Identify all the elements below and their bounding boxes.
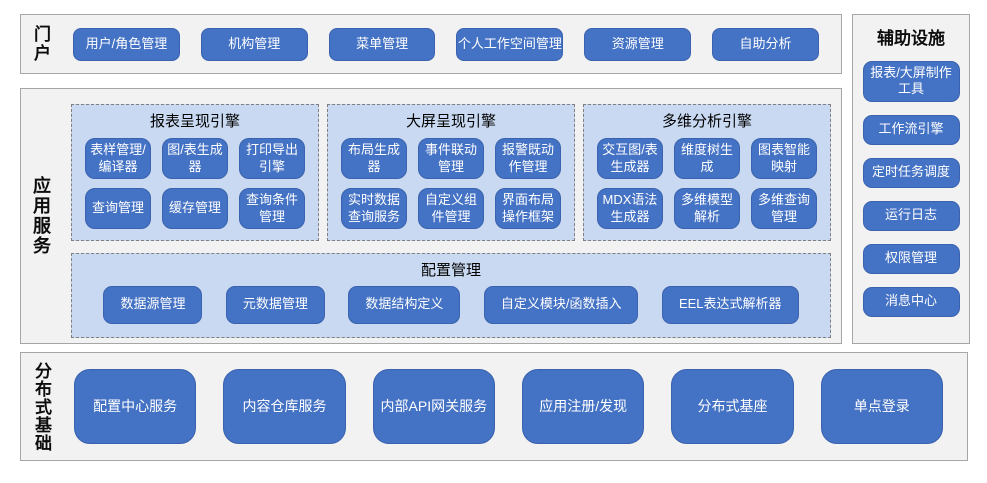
self-service-analysis-button[interactable]: 自助分析 <box>712 27 819 61</box>
bigscreen-rendering-engine-box: 大屏呈现引擎 布局生成器 事件联动管理 报警既动作管理 实时数据查询服务 自定义… <box>327 104 575 241</box>
engines-row: 报表呈现引擎 表样管理/编译器 图/表生成器 打印导出引擎 查询管理 缓存管理 … <box>71 104 831 241</box>
ui-layout-framework-button[interactable]: 界面布局操作框架 <box>495 188 561 229</box>
chart-smart-mapping-button[interactable]: 图表智能映射 <box>751 138 817 179</box>
cache-management-button[interactable]: 缓存管理 <box>162 188 228 229</box>
bigscreen-rendering-engine-grid: 布局生成器 事件联动管理 报警既动作管理 实时数据查询服务 自定义组件管理 界面… <box>328 131 574 240</box>
print-export-engine-button[interactable]: 打印导出引擎 <box>239 138 305 179</box>
olap-analysis-engine-title: 多维分析引擎 <box>661 113 752 130</box>
olap-analysis-engine-box: 多维分析引擎 交互图/表生成器 维度树生成 图表智能映射 MDX语法生成器 多维… <box>583 104 831 241</box>
organization-management-button[interactable]: 机构管理 <box>200 27 308 61</box>
chart-table-generator-button[interactable]: 图/表生成器 <box>162 138 228 179</box>
query-management-button[interactable]: 查询管理 <box>85 188 151 229</box>
config-management-box: 配置管理 数据源管理 元数据管理 数据结构定义 自定义模块/函数插入 EEL表达… <box>71 253 831 338</box>
distributed-base-button[interactable]: 分布式基座 <box>671 369 794 444</box>
multidim-query-management-button[interactable]: 多维查询管理 <box>751 188 817 229</box>
single-sign-on-button[interactable]: 单点登录 <box>820 369 943 444</box>
bigscreen-rendering-engine-title: 大屏呈现引擎 <box>405 113 496 130</box>
layout-generator-button[interactable]: 布局生成器 <box>341 138 407 179</box>
metadata-management-button[interactable]: 元数据管理 <box>225 285 325 324</box>
application-services-label: 应用服务 <box>31 176 51 256</box>
message-center-button[interactable]: 消息中心 <box>862 286 960 317</box>
menu-management-button[interactable]: 菜单管理 <box>328 27 436 61</box>
auxiliary-section: 辅助设施 报表/大屏制作工具 工作流引擎 定时任务调度 运行日志 权限管理 消息… <box>852 14 970 344</box>
internal-api-gateway-service-button[interactable]: 内部API网关服务 <box>372 369 495 444</box>
mdx-syntax-generator-button[interactable]: MDX语法生成器 <box>597 188 663 229</box>
distributed-foundation-label: 分布式基础 <box>32 361 51 452</box>
datasource-management-button[interactable]: 数据源管理 <box>103 285 203 324</box>
portal-button-row: 用户/角色管理 机构管理 菜单管理 个人工作空间管理 资源管理 自助分析 <box>73 27 819 61</box>
alarm-action-management-button[interactable]: 报警既动作管理 <box>495 138 561 179</box>
report-rendering-engine-grid: 表样管理/编译器 图/表生成器 打印导出引擎 查询管理 缓存管理 查询条件管理 <box>72 131 318 240</box>
portal-label: 门户 <box>31 25 50 63</box>
app-registry-discovery-button[interactable]: 应用注册/发现 <box>521 369 645 444</box>
distributed-foundation-section: 分布式基础 配置中心服务 内容仓库服务 内部API网关服务 应用注册/发现 分布… <box>20 352 968 461</box>
config-button-row: 数据源管理 元数据管理 数据结构定义 自定义模块/函数插入 EEL表达式解析器 <box>72 280 830 337</box>
style-management-compiler-button[interactable]: 表样管理/编译器 <box>85 138 151 179</box>
report-rendering-engine-title: 报表呈现引擎 <box>149 113 240 130</box>
custom-module-function-button[interactable]: 自定义模块/函数插入 <box>483 285 639 324</box>
event-linkage-management-button[interactable]: 事件联动管理 <box>418 138 484 179</box>
realtime-data-query-button[interactable]: 实时数据查询服务 <box>341 188 407 229</box>
workflow-engine-button[interactable]: 工作流引擎 <box>862 114 960 145</box>
scheduled-task-button[interactable]: 定时任务调度 <box>862 157 960 188</box>
custom-component-management-button[interactable]: 自定义组件管理 <box>418 188 484 229</box>
personal-workspace-management-button[interactable]: 个人工作空间管理 <box>456 27 564 61</box>
application-services-body: 报表呈现引擎 表样管理/编译器 图/表生成器 打印导出引擎 查询管理 缓存管理 … <box>71 89 831 343</box>
config-center-service-button[interactable]: 配置中心服务 <box>74 369 197 444</box>
auxiliary-title: 辅助设施 <box>877 29 945 48</box>
olap-analysis-engine-grid: 交互图/表生成器 维度树生成 图表智能映射 MDX语法生成器 多维模型解析 多维… <box>584 131 830 240</box>
report-bigscreen-tool-button[interactable]: 报表/大屏制作工具 <box>862 61 960 102</box>
eel-expression-parser-button[interactable]: EEL表达式解析器 <box>661 285 799 324</box>
portal-section: 门户 用户/角色管理 机构管理 菜单管理 个人工作空间管理 资源管理 自助分析 <box>20 14 842 74</box>
dimension-tree-generation-button[interactable]: 维度树生成 <box>674 138 740 179</box>
content-repository-service-button[interactable]: 内容仓库服务 <box>223 369 346 444</box>
query-condition-management-button[interactable]: 查询条件管理 <box>239 188 305 229</box>
report-rendering-engine-box: 报表呈现引擎 表样管理/编译器 图/表生成器 打印导出引擎 查询管理 缓存管理 … <box>71 104 319 241</box>
interactive-chart-generator-button[interactable]: 交互图/表生成器 <box>597 138 663 179</box>
runtime-log-button[interactable]: 运行日志 <box>862 200 960 231</box>
permission-management-button[interactable]: 权限管理 <box>862 243 960 274</box>
data-structure-definition-button[interactable]: 数据结构定义 <box>348 285 461 324</box>
distributed-button-row: 配置中心服务 内容仓库服务 内部API网关服务 应用注册/发现 分布式基座 单点… <box>74 369 943 444</box>
auxiliary-button-column: 报表/大屏制作工具 工作流引擎 定时任务调度 运行日志 权限管理 消息中心 <box>862 61 960 317</box>
multidim-model-parse-button[interactable]: 多维模型解析 <box>674 188 740 229</box>
application-services-section: 应用服务 报表呈现引擎 表样管理/编译器 图/表生成器 打印导出引擎 查询管理 … <box>20 88 842 344</box>
resource-management-button[interactable]: 资源管理 <box>584 27 692 61</box>
config-management-title: 配置管理 <box>420 262 481 279</box>
user-role-management-button[interactable]: 用户/角色管理 <box>73 27 180 61</box>
